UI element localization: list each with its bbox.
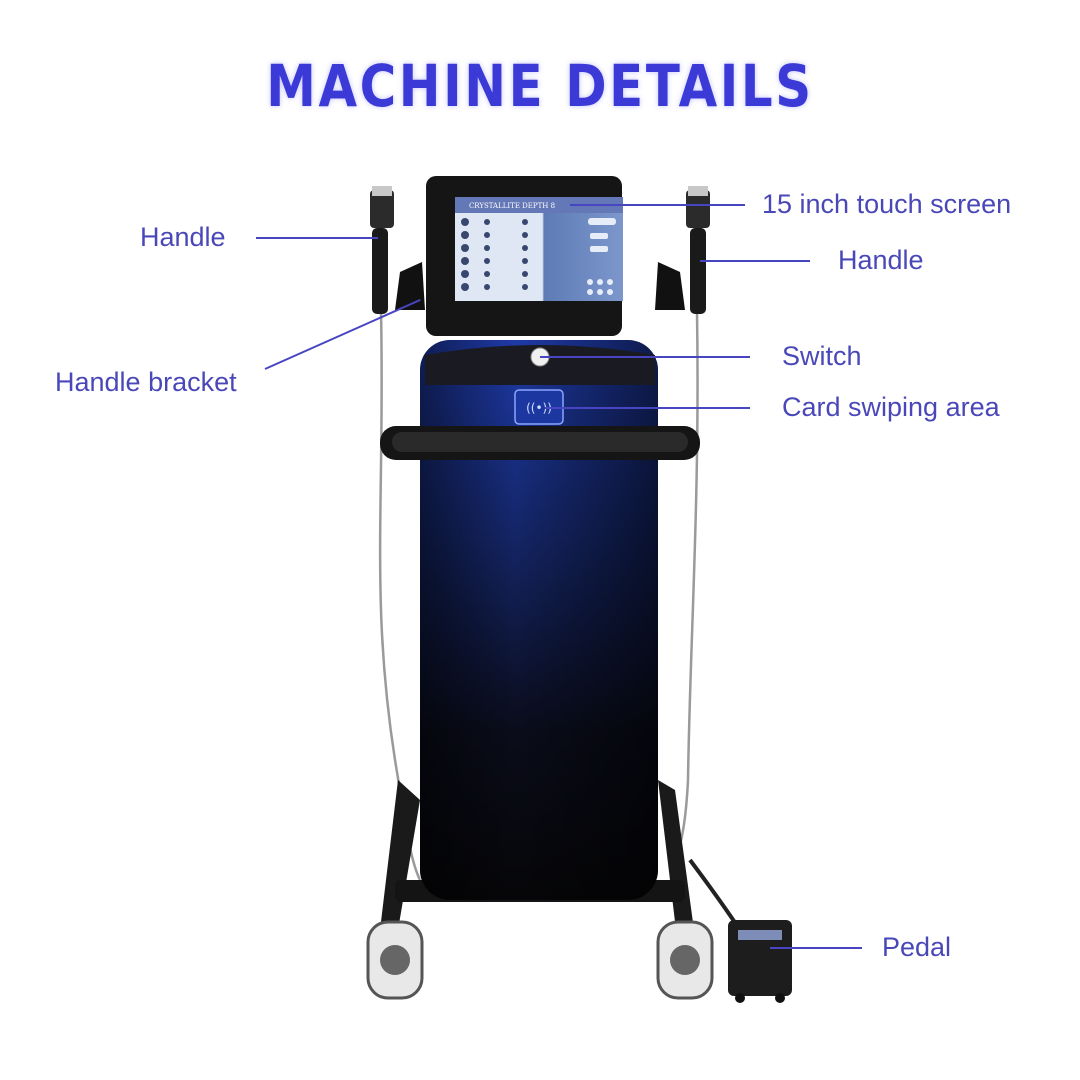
label-touch-screen: 15 inch touch screen — [762, 189, 1012, 219]
label-switch: Switch — [782, 341, 862, 371]
page-title: MACHINE DETAILS — [266, 52, 814, 120]
leader-switch — [540, 356, 750, 358]
leader-card-area — [545, 407, 750, 409]
handle-left-device — [370, 186, 394, 314]
leader-touch-screen — [570, 204, 745, 206]
leader-handle-right — [700, 260, 810, 262]
leader-pedal — [770, 947, 862, 949]
label-handle-left: Handle — [140, 222, 226, 252]
wheel-left — [366, 920, 424, 1000]
label-handle-right: Handle — [838, 245, 924, 275]
pedal-device — [728, 920, 792, 1003]
wheel-right — [656, 920, 714, 1000]
svg-text:((•)): ((•)) — [526, 401, 552, 415]
label-pedal: Pedal — [882, 932, 952, 962]
svg-text:CRYSTALLITE DEPTH 8: CRYSTALLITE DEPTH 8 — [469, 202, 555, 210]
label-card-area: Card swiping area — [782, 392, 1000, 422]
leader-handle-left — [256, 237, 378, 239]
label-handle-bracket: Handle bracket — [55, 367, 237, 397]
handle-right-device — [686, 186, 710, 314]
